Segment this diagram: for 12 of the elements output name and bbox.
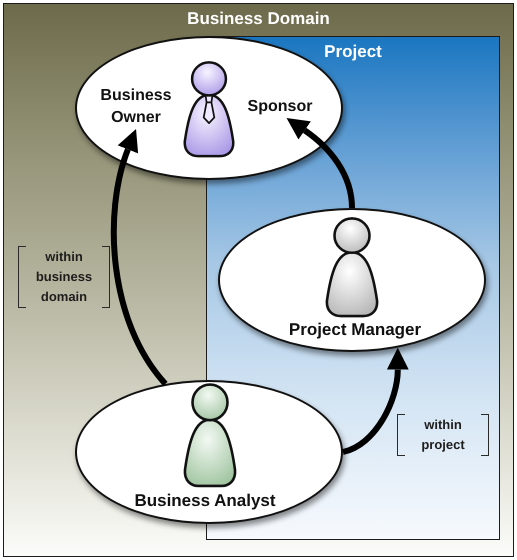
role-label: Business Analyst — [134, 491, 276, 511]
role-label: Business Owner — [100, 85, 172, 129]
panel-title: Business Domain — [187, 9, 330, 29]
curved-arrow — [286, 118, 355, 208]
curved-arrow — [110, 128, 168, 386]
role-label: Project Manager — [288, 320, 422, 340]
outer-region-panel — [3, 3, 514, 557]
curved-arrow — [342, 348, 409, 455]
bracketed-edge-label: within business domain — [18, 246, 110, 308]
role-label: Sponsor — [248, 96, 312, 118]
bracketed-edge-label: within project — [397, 414, 489, 456]
panel-title: Project — [324, 42, 382, 62]
